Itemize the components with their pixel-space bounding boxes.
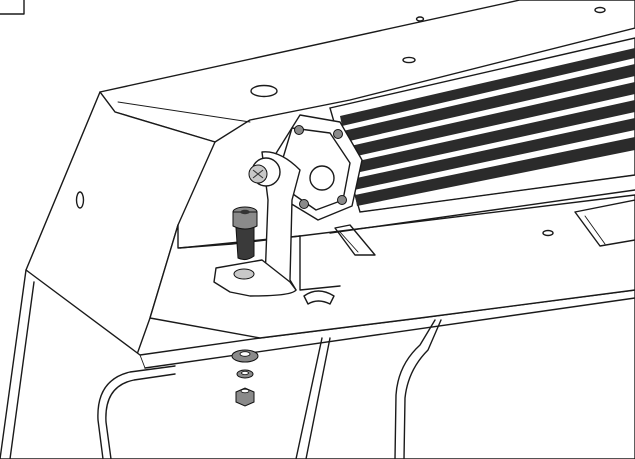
fin-2 <box>343 64 635 142</box>
roof-panel <box>99 0 635 143</box>
inner-tray <box>149 189 635 339</box>
tray-recess <box>574 199 635 247</box>
cap-screw-1 <box>294 125 304 135</box>
fin-5 <box>352 118 635 190</box>
mounting-bracket <box>213 151 301 297</box>
hardware-stack <box>231 349 259 407</box>
floor-slot <box>303 290 335 305</box>
roof-hole-right <box>594 6 606 14</box>
tray-hole <box>542 229 554 237</box>
cap-screw-2 <box>333 129 343 139</box>
cap-boss <box>309 165 335 191</box>
fin-6 <box>355 137 635 206</box>
roof-hole-mid <box>402 56 416 64</box>
fin-3 <box>346 82 635 158</box>
roof-hole-left <box>250 84 278 98</box>
hex-nut <box>235 387 255 407</box>
cap-screw <box>232 206 258 261</box>
roof-hole-top <box>415 16 425 22</box>
cap-screw-3 <box>337 195 347 205</box>
bracket-hole <box>233 268 255 280</box>
side-hole <box>75 191 85 209</box>
callout-frame <box>0 0 25 15</box>
cap-screw-4 <box>299 199 309 209</box>
fin-1 <box>340 48 635 126</box>
fin-4 <box>349 100 635 174</box>
